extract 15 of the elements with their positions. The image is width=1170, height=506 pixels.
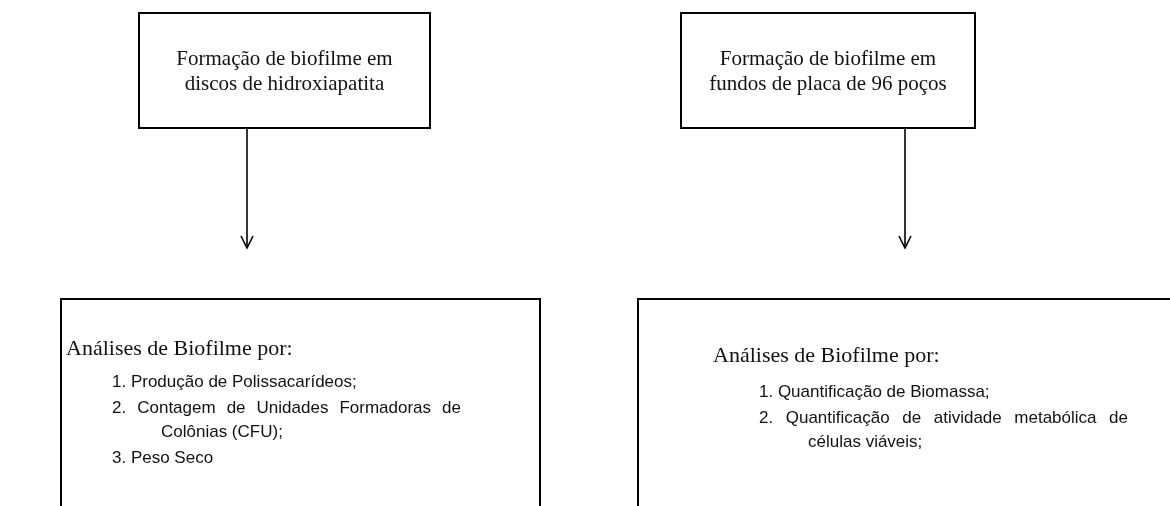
list-item: 2. Contagem de Unidades Formadoras de Colônias (CFU); xyxy=(112,397,461,443)
list-heading: Análises de Biofilme por: xyxy=(66,335,293,361)
arrow xyxy=(240,128,254,249)
process-box xyxy=(138,12,431,129)
process-box xyxy=(680,12,976,129)
box-title: Formação de biofilme em fundos de placa de 96 poços xyxy=(708,45,948,96)
list-item: 3. Peso Seco xyxy=(112,447,215,469)
list-item: 1. Produção de Polissacarídeos; xyxy=(112,371,358,393)
list-item: 1. Quantificação de Biomassa; xyxy=(759,381,991,403)
box-title: Formação de biofilme em discos de hidroxiapatita xyxy=(175,45,394,96)
list-heading: Análises de Biofilme por: xyxy=(713,342,940,368)
arrow xyxy=(898,128,912,249)
process-box xyxy=(637,298,1170,506)
process-box xyxy=(60,298,541,506)
list-item: 2. Quantificação de atividade metabólica de células viáveis; xyxy=(759,407,1128,453)
